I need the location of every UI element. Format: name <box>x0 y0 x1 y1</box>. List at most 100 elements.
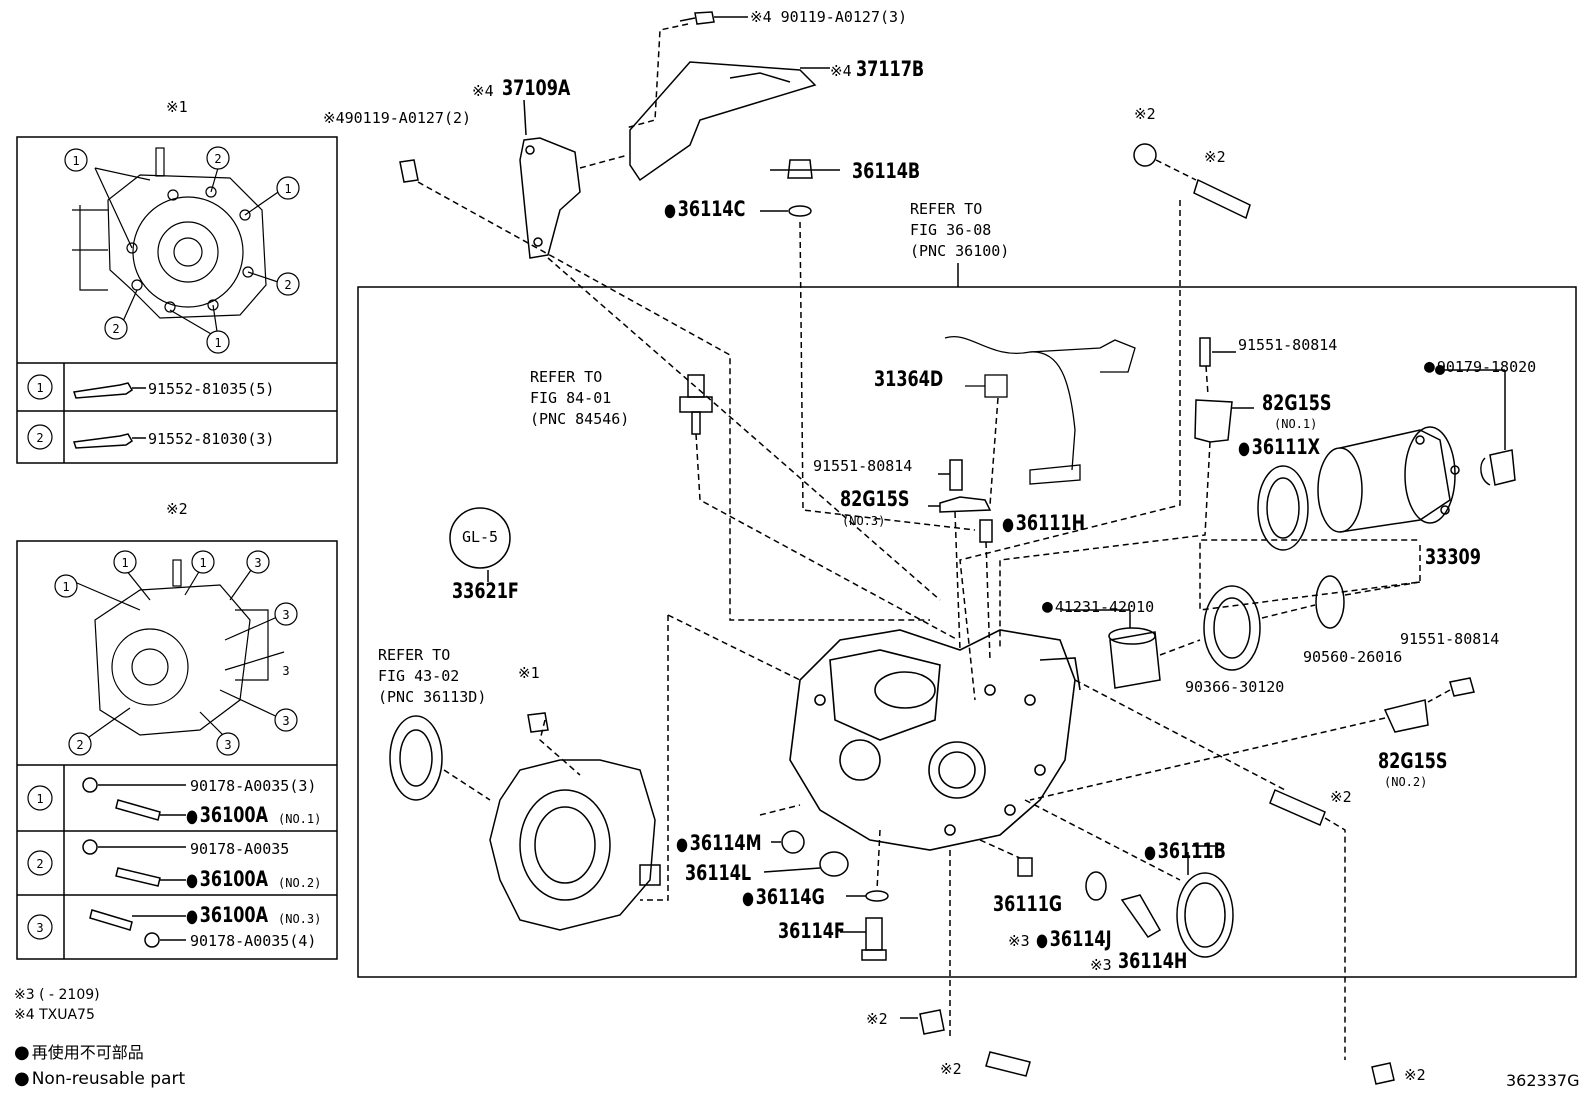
label-x2-bottomright: ※2 <box>1404 1066 1426 1084</box>
ref-36100-line3: (PNC 36100) <box>910 242 1010 260</box>
panel2-callout: 3 <box>282 608 290 622</box>
dash-top-bolt <box>625 23 689 129</box>
panel2-callout: 2 <box>76 738 84 752</box>
label-36114M: 36114M <box>676 832 762 856</box>
label-gl5: GL-5 <box>461 528 499 546</box>
label-90179: 90179-18020 <box>1424 358 1536 376</box>
harness-31364D <box>944 336 1136 485</box>
bolt-91551-center <box>938 459 963 491</box>
bracket-37109A <box>519 137 581 259</box>
label-x2-topright-2: ※2 <box>1204 148 1226 166</box>
panel2-callout: 3 <box>254 556 262 570</box>
panel2-row1-part2: 36100A <box>186 804 268 828</box>
main-frame <box>357 286 1577 978</box>
dash-bracket-link <box>579 154 629 169</box>
label-33309: 33309 <box>1425 545 1481 569</box>
label-82G15S-no3-sub: (NO.3) <box>842 514 886 528</box>
ref-84546-line1: REFER TO <box>530 368 603 386</box>
panel2-callout: 1 <box>199 556 207 570</box>
panel2-row2-part2: 36100A <box>186 868 268 892</box>
panel1-callout: 1 <box>284 182 292 196</box>
panel-callout-circles <box>27 146 300 940</box>
ref-84546-line3: (PNC 84546) <box>530 410 630 428</box>
panel2-row3-part2: 90178-A0035(4) <box>190 932 317 950</box>
footnote-3: ※3 ( - 2109) <box>14 987 100 1003</box>
bolt-x1 <box>527 712 549 733</box>
label-82G15S-no3: 82G15S <box>840 487 910 511</box>
panel2-callout: 3 <box>224 738 232 752</box>
label-x1-mid: ※1 <box>518 664 540 682</box>
transfer-case-housing <box>789 629 1081 851</box>
ref-84546-line2: FIG 84-01 <box>530 389 612 407</box>
panel1-frame <box>16 136 338 464</box>
label-31364D: 31364D <box>874 367 944 391</box>
figure-id: 362337G <box>1506 1071 1580 1090</box>
bolt-left-90119 <box>399 159 419 183</box>
bolt-36114H <box>1120 894 1162 938</box>
panel2-row2-part2-no: (NO.2) <box>278 876 322 890</box>
label-36111B: 36111B <box>1144 840 1226 864</box>
bolt-top-90119 <box>679 11 748 25</box>
label-82G15S-no1-sub: (NO.1) <box>1274 417 1318 431</box>
label-36111G: 36111G <box>993 892 1063 916</box>
label-x2-topright: ※2 <box>1134 105 1156 123</box>
panel2-row3-part1-no: (NO.3) <box>278 912 322 926</box>
panel1-row2-num: 2 <box>36 431 44 445</box>
label-36114L: 36114L <box>685 861 752 885</box>
panel2-frame <box>16 540 338 960</box>
washer-36114G <box>865 890 889 902</box>
label-36114H-prefix: ※3 <box>1090 956 1112 974</box>
breather-36111H <box>979 519 993 543</box>
flange-33309 <box>1317 426 1460 533</box>
panel1-callout: 1 <box>72 154 80 168</box>
panel2-housing <box>69 559 285 743</box>
bolt-91551-lower <box>1449 677 1475 697</box>
nut-x2-bottom <box>919 1009 945 1035</box>
panel2-callout: 1 <box>121 556 129 570</box>
panel1-bolts <box>73 382 146 449</box>
bracket-82G15S-no2 <box>1383 699 1429 733</box>
label-x2-right: ※2 <box>1330 788 1352 806</box>
bracket-37117B <box>629 61 817 182</box>
nut-90179 <box>1480 449 1516 486</box>
ref-36100-line1: REFER TO <box>910 200 983 218</box>
nut-36114L <box>819 851 849 877</box>
stud-x2-topright <box>1133 143 1157 167</box>
panel2-fasteners <box>82 777 186 948</box>
label-37117B-prefix: ※4 <box>830 62 852 80</box>
ref-36113D-line3: (PNC 36113D) <box>378 688 487 706</box>
label-37117B: 37117B <box>856 57 925 81</box>
label-36114J-prefix: ※3 <box>1008 932 1030 950</box>
label-x2-bottom-nut: ※2 <box>866 1010 888 1028</box>
label-90119-left: ※490119-A0127(2) <box>323 109 472 127</box>
bolt-91551-right <box>1199 337 1236 367</box>
label-91551-center: 91551-80814 <box>813 457 913 475</box>
gl5-circle <box>449 507 511 569</box>
label-91551-lower: 91551-80814 <box>1400 630 1500 648</box>
panel2-row2-part1: 90178-A0035 <box>190 840 290 858</box>
label-37109A-prefix: ※4 <box>472 82 494 100</box>
bracket-82G15S-no1 <box>1194 399 1254 443</box>
label-36114F: 36114F <box>778 919 845 943</box>
washer-36114J <box>1085 871 1107 901</box>
label-90119-top: ※4 90119-A0127(3) <box>750 8 908 26</box>
panel1-callout: 2 <box>214 152 222 166</box>
label-36111H: 36111H <box>1002 512 1085 536</box>
label-82G15S-no2-sub: (NO.2) <box>1384 775 1428 789</box>
stud-x2-bottom <box>985 1051 1031 1077</box>
label-33621F: 33621F <box>452 579 519 603</box>
label-91551-right: 91551-80814 <box>1238 336 1338 354</box>
stud-x2-topright-2 <box>1193 178 1251 220</box>
panel2-callout: 1 <box>62 580 70 594</box>
panel2-callout: 3 <box>282 664 290 678</box>
panel1-housing <box>72 147 285 339</box>
ref-36113D-line1: REFER TO <box>378 646 451 664</box>
label-90560: 90560-26016 <box>1303 648 1403 666</box>
label-82G15S-no1: 82G15S <box>1262 391 1332 415</box>
panel2-row3-num: 3 <box>36 921 44 935</box>
ref-36100-line2: FIG 36-08 <box>910 221 992 239</box>
label-37109A: 37109A <box>502 76 571 100</box>
panel2-title: ※2 <box>166 500 188 518</box>
panel1-callout: 2 <box>284 278 292 292</box>
